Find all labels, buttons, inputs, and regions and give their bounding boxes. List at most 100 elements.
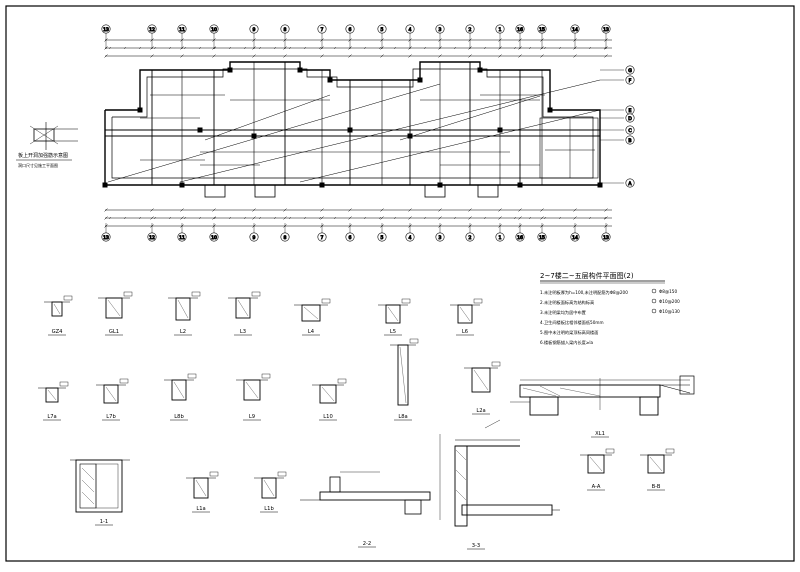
axis-label: 13	[103, 235, 109, 241]
axis-bubble	[625, 178, 635, 188]
axis-bubble	[515, 232, 525, 242]
note-item: 3.未注明梁均为居中布置	[540, 309, 586, 316]
axis-bubble	[101, 232, 111, 242]
section-label: L3	[240, 329, 246, 335]
section-label: 3-3	[472, 543, 480, 549]
section-label: 2-2	[363, 541, 371, 547]
axis-label: 10	[211, 235, 217, 241]
legend-item: Φ10@200	[659, 299, 680, 304]
axis-bubble	[147, 24, 157, 34]
axis-label: 14	[572, 235, 578, 241]
axis-bubble	[209, 232, 219, 242]
axis-label: 13	[603, 235, 609, 241]
axis-bubble	[570, 24, 580, 34]
axis-label: 13	[103, 27, 109, 33]
axis-label: 3	[439, 27, 442, 33]
section-label: L7b	[106, 414, 116, 420]
axis-label: 12	[149, 27, 155, 33]
axis-bubble	[405, 232, 415, 242]
axis-bubble	[249, 232, 259, 242]
axis-label: 11	[179, 27, 185, 33]
notes-list: 1.未注明板厚为h=100,未注明配筋为Φ8@200 2.未注明板面标高为结构标…	[540, 289, 628, 346]
axis-bubble	[147, 232, 157, 242]
axis-label: 14	[572, 27, 578, 33]
section-label: L4	[308, 329, 315, 335]
axis-label: 16	[517, 27, 523, 33]
axis-bubble	[625, 125, 635, 135]
section-label: L1a	[196, 506, 205, 512]
axis-bubble	[625, 75, 635, 85]
axis-bubble	[345, 24, 355, 34]
side-detail	[16, 122, 78, 161]
axis-bubble	[495, 24, 505, 34]
axis-bubble	[625, 135, 635, 145]
axis-bubble	[515, 24, 525, 34]
axis-bubble	[601, 24, 611, 34]
axis-label: 4	[409, 235, 412, 241]
axis-label: 10	[211, 27, 217, 33]
column-mark	[319, 182, 325, 188]
column-mark	[547, 107, 553, 113]
axis-label: 5	[381, 27, 384, 33]
axis-bubble	[209, 24, 219, 34]
column-mark	[497, 127, 503, 133]
column-mark	[517, 182, 523, 188]
axis-bubble	[537, 24, 547, 34]
axis-label: 5	[381, 235, 384, 241]
axis-bubble	[601, 232, 611, 242]
legend-item: Φ8@150	[659, 289, 677, 294]
axis-label: 8	[284, 27, 287, 33]
section-label: XL1	[595, 431, 605, 437]
axis-label: 9	[253, 235, 256, 241]
column-mark	[477, 67, 483, 73]
section-label: L1b	[264, 506, 274, 512]
section-2-2-detail	[300, 471, 431, 515]
axis-label: E	[629, 108, 632, 114]
axis-label: 15	[539, 27, 545, 33]
legend-item: Φ10@130	[659, 309, 680, 314]
axis-label: 13	[603, 27, 609, 33]
axis-label: 1	[499, 235, 502, 241]
axis-bubble	[405, 24, 415, 34]
axis-bubble	[249, 24, 259, 34]
xl1-detail	[510, 375, 695, 416]
axis-label: 6	[349, 235, 352, 241]
axis-bubble	[317, 24, 327, 34]
axis-label: 1	[499, 27, 502, 33]
axis-label: A	[628, 181, 632, 187]
axis-label: 12	[149, 235, 155, 241]
axis-label: 11	[179, 235, 185, 241]
axis-bubble	[465, 232, 475, 242]
axis-label: 16	[517, 235, 523, 241]
axis-bubble	[465, 24, 475, 34]
axis-bubble	[317, 232, 327, 242]
section-label: L9	[249, 414, 255, 420]
axis-bubble	[345, 232, 355, 242]
axis-bubble	[570, 232, 580, 242]
axis-label: 2	[469, 235, 472, 241]
axis-bubble	[435, 232, 445, 242]
axis-bubble	[177, 232, 187, 242]
axis-label: 15	[539, 235, 545, 241]
axis-label: G	[628, 68, 632, 74]
rebar-legend: Φ8@150 Φ10@200 Φ10@130	[651, 288, 680, 314]
column-mark	[137, 107, 143, 113]
section-label: GZ4	[52, 329, 64, 335]
section-label: B-B	[652, 484, 661, 490]
axis-bubble	[625, 65, 635, 75]
axis-label: 7	[321, 27, 324, 33]
column-mark	[437, 182, 443, 188]
axis-label: 6	[349, 27, 352, 33]
column-mark	[197, 127, 203, 133]
column-mark	[347, 127, 353, 133]
section-label: L8b	[174, 414, 184, 420]
sheet-border	[5, 5, 795, 562]
section-label: L10	[323, 414, 333, 420]
note-item: 6.楼板钢筋锚入梁内长度≥la	[540, 339, 594, 346]
section-label: L7a	[47, 414, 56, 420]
axis-bubble	[537, 232, 547, 242]
axis-bubble	[280, 232, 290, 242]
axis-bubble	[625, 113, 635, 123]
